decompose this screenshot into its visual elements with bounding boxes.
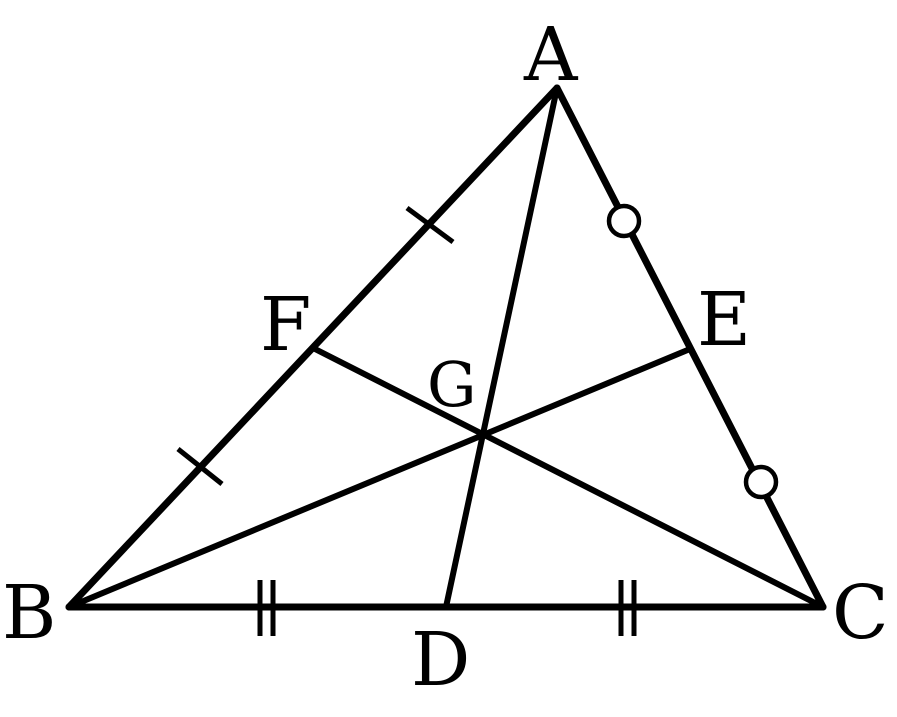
circle-mark [743, 464, 779, 500]
vertex-label-c: C [832, 570, 889, 656]
single-tick-mark [405, 205, 455, 245]
single-tick-mark [176, 447, 224, 486]
medians [66, 85, 826, 610]
centroid-label-g: G [427, 348, 477, 421]
midpoint-label-f: F [260, 282, 311, 368]
median-ad [443, 85, 560, 610]
circle-mark [606, 203, 642, 239]
ab-equal-marks [176, 205, 455, 486]
median-be [66, 346, 693, 610]
ac-equal-marks [606, 203, 779, 500]
bc-equal-marks [257, 580, 637, 636]
vertex-label-b: B [2, 570, 56, 656]
point-labels: A B C D E F G [2, 12, 889, 703]
vertex-label-a: A [523, 12, 579, 98]
median-cf [312, 346, 826, 610]
midpoint-label-e: E [697, 277, 751, 363]
midpoint-label-d: D [411, 617, 470, 703]
